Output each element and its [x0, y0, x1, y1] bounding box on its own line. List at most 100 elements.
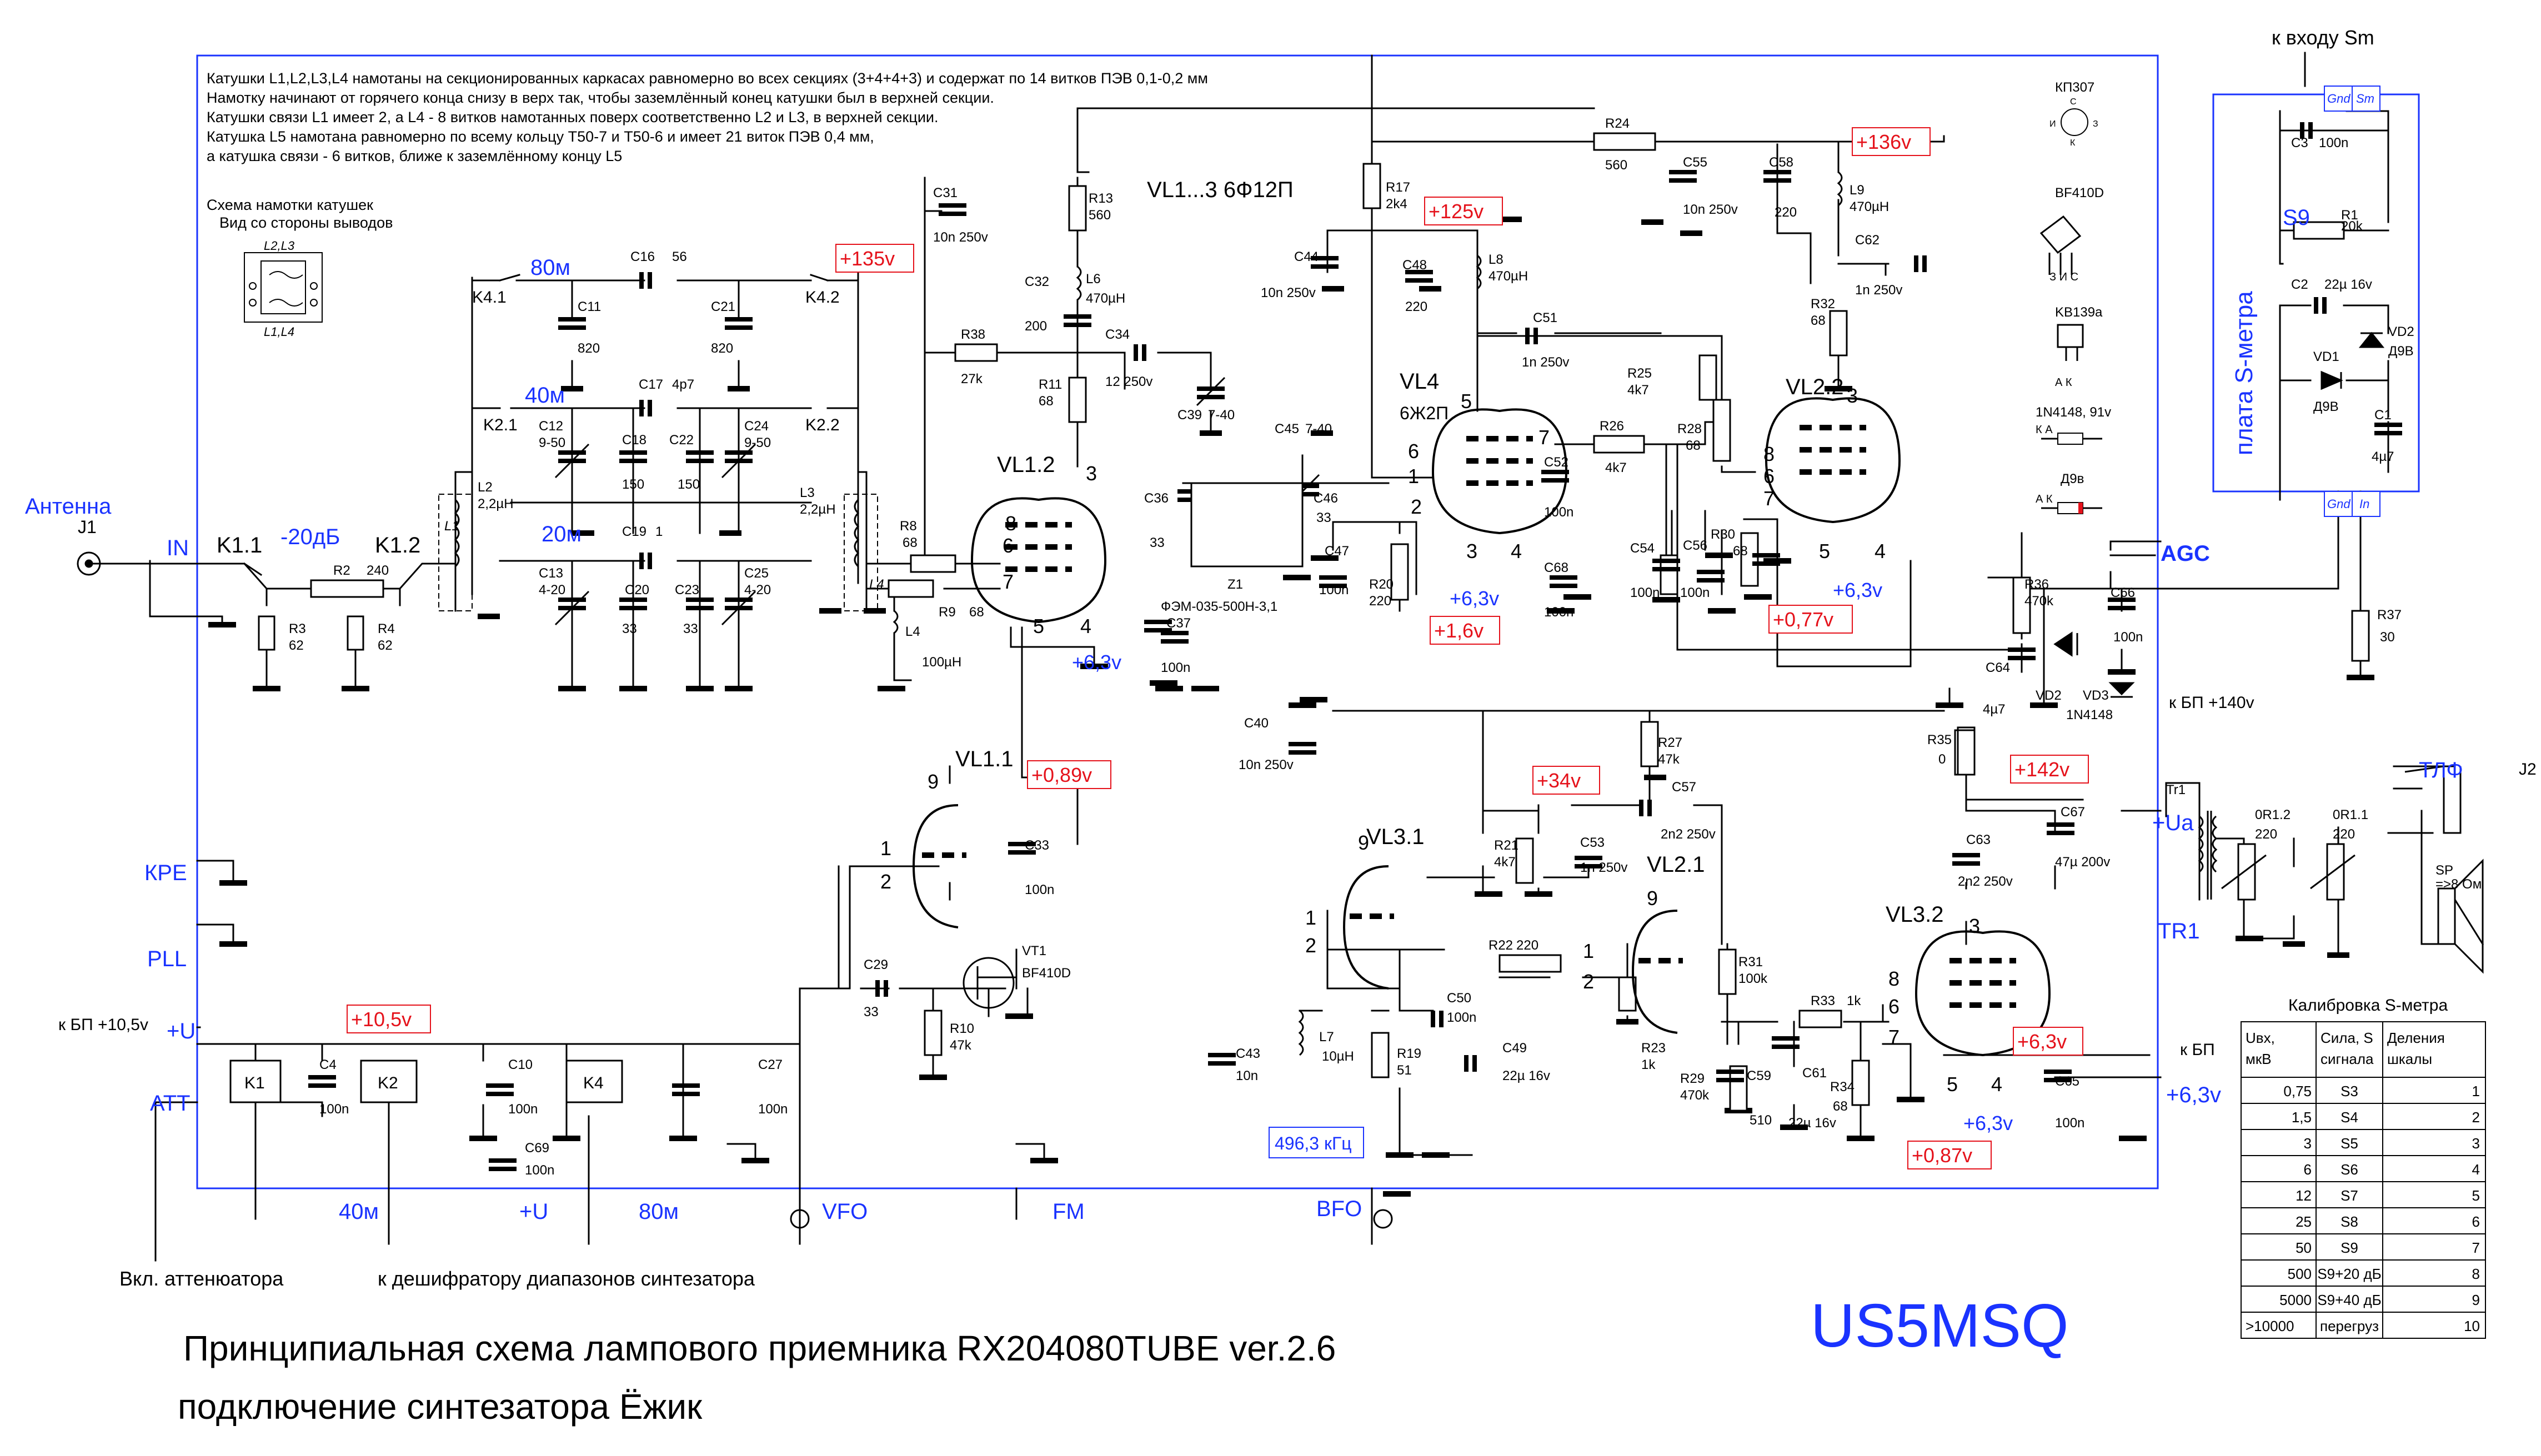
calib-table-cell: 6	[2472, 1213, 2480, 1230]
svg-text:FM: FM	[1053, 1199, 1085, 1224]
svg-text:R24: R24	[1605, 116, 1630, 131]
svg-text:R8: R8	[900, 519, 917, 534]
svg-text:А К: А К	[2055, 376, 2072, 389]
calib-table-cell: 12	[2296, 1187, 2312, 1204]
svg-text:R21: R21	[1494, 838, 1518, 853]
output-transformer	[2207, 765, 2484, 974]
svg-text:2,2µH: 2,2µH	[478, 496, 514, 511]
svg-text:C12: C12	[539, 419, 563, 434]
svg-text:C24: C24	[744, 419, 769, 434]
svg-text:2n2 250v: 2n2 250v	[1661, 827, 1716, 842]
svg-text:K4.2: K4.2	[805, 288, 840, 307]
svg-text:к дешифратору диапазонов синте: к дешифратору диапазонов синтезатора	[378, 1267, 755, 1290]
svg-text:K1.2: K1.2	[375, 533, 420, 558]
svg-text:Вкл. аттенюатора: Вкл. аттенюатора	[119, 1267, 284, 1290]
svg-text:C27: C27	[758, 1057, 783, 1072]
svg-text:240: 240	[367, 563, 389, 578]
svg-text:150: 150	[678, 477, 700, 492]
svg-text:+135v: +135v	[840, 247, 895, 270]
svg-text:C25: C25	[744, 566, 769, 581]
l1-l2-shield	[438, 494, 473, 611]
svg-text:470k: 470k	[2024, 594, 2054, 609]
svg-text:4k7: 4k7	[1627, 383, 1649, 398]
svg-text:А К: А К	[2036, 493, 2053, 505]
svg-text:5: 5	[1819, 540, 1830, 563]
svg-text:С: С	[2070, 97, 2077, 107]
svg-text:Катушки L1,L2,L3,L4 намотаны н: Катушки L1,L2,L3,L4 намотаны на секциони…	[207, 70, 1208, 87]
svg-text:62: 62	[289, 638, 304, 653]
svg-text:7: 7	[1538, 426, 1550, 449]
svg-text:C29: C29	[864, 957, 888, 972]
svg-text:51: 51	[1397, 1063, 1412, 1078]
svg-text:C48: C48	[1402, 258, 1427, 273]
svg-text:220: 220	[1369, 594, 1391, 609]
svg-text:VD2: VD2	[2036, 688, 2062, 703]
svg-text:C63: C63	[1966, 832, 1991, 847]
svg-text:+6,3v: +6,3v	[1963, 1112, 2013, 1134]
svg-text:220: 220	[1516, 938, 1538, 953]
svg-text:9-50: 9-50	[744, 435, 771, 450]
svg-text:10µH: 10µH	[1322, 1049, 1354, 1064]
svg-text:VL1...3 6Ф12П: VL1...3 6Ф12П	[1147, 178, 1294, 202]
svg-text:R34: R34	[1830, 1080, 1855, 1094]
svg-text:R1: R1	[2341, 208, 2358, 223]
svg-text:L7: L7	[1319, 1030, 1334, 1045]
svg-text:+U: +U	[167, 1019, 196, 1043]
svg-text:K4.1: K4.1	[472, 288, 507, 307]
svg-text:Калибровка S-метра: Калибровка S-метра	[2288, 996, 2448, 1015]
svg-text:100n: 100n	[319, 1102, 349, 1117]
svg-text:100n: 100n	[1544, 605, 1573, 620]
svg-text:6: 6	[1003, 534, 1014, 557]
svg-text:+6,3v: +6,3v	[1833, 579, 1882, 601]
calib-header-cell: Сила, S	[2321, 1030, 2373, 1046]
svg-text:R23: R23	[1641, 1041, 1666, 1056]
svg-text:150: 150	[622, 477, 644, 492]
calib-table-cell: S4	[2340, 1109, 2358, 1126]
svg-text:+0,87v: +0,87v	[1912, 1144, 1972, 1167]
svg-text:R26: R26	[1600, 419, 1624, 434]
svg-text:7-40: 7-40	[1305, 421, 1332, 436]
connector-labels: Антенна IN КРЕ PLL +U ATT AGC +Ua TR1 +6…	[25, 494, 2463, 1224]
svg-text:2: 2	[1583, 970, 1594, 993]
calib-table-cell: 1	[2472, 1083, 2480, 1099]
svg-text:40м: 40м	[525, 383, 565, 408]
svg-text:C18: C18	[622, 433, 646, 448]
svg-text:ТЛФ: ТЛФ	[2419, 758, 2463, 782]
vacuum-tubes	[912, 397, 2051, 1057]
calib-table-cell: S8	[2340, 1213, 2358, 1230]
svg-text:33: 33	[683, 621, 698, 636]
svg-text:R10: R10	[950, 1021, 974, 1036]
calib-table-cell: 5000	[2279, 1292, 2312, 1308]
calib-header-cell: Деления	[2387, 1030, 2445, 1046]
svg-text:C51: C51	[1533, 310, 1557, 325]
svg-text:100n: 100n	[2113, 630, 2143, 645]
svg-text:100n: 100n	[1319, 583, 1349, 598]
svg-text:R36: R36	[2024, 577, 2049, 592]
calib-table-cell: S6	[2340, 1161, 2358, 1178]
calib-header-cell: сигнала	[2321, 1051, 2374, 1067]
svg-text:плата S-метра: плата S-метра	[2231, 291, 2258, 455]
svg-text:12 250v: 12 250v	[1105, 374, 1152, 389]
svg-text:820: 820	[578, 341, 600, 356]
svg-text:C10: C10	[508, 1057, 533, 1072]
svg-text:470µH: 470µH	[1850, 199, 1889, 214]
svg-text:22µ 16v: 22µ 16v	[1788, 1116, 1836, 1131]
svg-text:З И С: З И С	[2049, 271, 2078, 283]
svg-text:1: 1	[880, 837, 891, 860]
svg-text:К: К	[2070, 138, 2076, 148]
svg-text:TR1: TR1	[2158, 919, 2200, 943]
svg-text:4: 4	[1511, 540, 1522, 563]
calib-table-cell: S3	[2340, 1083, 2358, 1099]
svg-text:2: 2	[1305, 934, 1316, 957]
svg-text:R4: R4	[378, 621, 395, 636]
svg-text:56: 56	[672, 249, 687, 264]
svg-text:J1: J1	[78, 517, 97, 537]
svg-text:L3: L3	[800, 485, 815, 500]
external-labels: J2 к БП +10,5v к БП +140v к БП Вкл. атте…	[58, 694, 2537, 1290]
svg-text:R31: R31	[1738, 955, 1763, 970]
calib-header-cell: мкВ	[2246, 1051, 2272, 1067]
svg-text:2n2 250v: 2n2 250v	[1958, 874, 2013, 889]
svg-text:IN: IN	[167, 536, 189, 560]
svg-text:C33: C33	[1025, 838, 1049, 853]
